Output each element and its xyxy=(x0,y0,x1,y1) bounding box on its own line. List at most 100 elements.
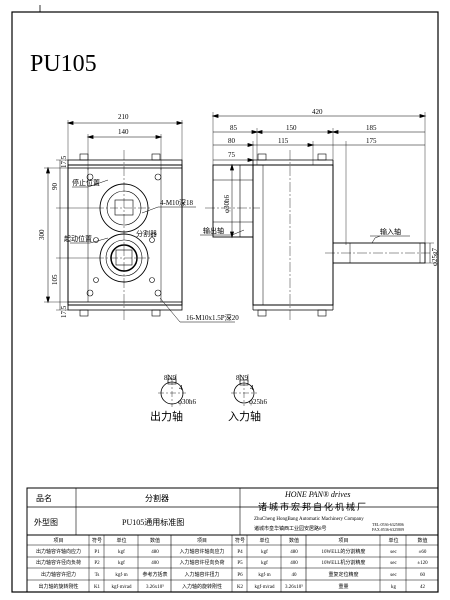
spec-cell: kgf xyxy=(118,550,125,555)
dim-upper-90: 90 xyxy=(51,183,59,191)
spec-cell: 400 xyxy=(151,561,159,566)
tb-brand: HONE PAN® drives xyxy=(284,490,350,499)
spec-cell: 入力轴容许扭力 xyxy=(184,571,219,578)
spec-header-cell: 项目 xyxy=(338,538,348,544)
tb-row2-value: PU105通用标准图 xyxy=(122,517,184,527)
side-view xyxy=(200,112,434,320)
spec-cell: ±60 xyxy=(419,550,427,555)
spec-header-cell: 符号 xyxy=(92,537,102,544)
dim-bolt-width: 140 xyxy=(118,128,129,136)
dim-total-width: 210 xyxy=(118,113,129,121)
spec-cell: kgf·m/rad xyxy=(112,585,132,590)
label-input-shaft: 输入轴 xyxy=(380,227,401,236)
model-title: PU105 xyxy=(30,51,97,77)
spec-cell: kgf xyxy=(261,561,268,566)
output-shaft-section xyxy=(158,374,186,407)
spec-cell: kg xyxy=(391,585,397,590)
spec-header-cell: 数值 xyxy=(150,537,160,544)
spec-header-cell: 单位 xyxy=(116,537,126,544)
dim-input-dia: φ25g7 xyxy=(431,247,439,266)
dim-185: 185 xyxy=(366,124,377,132)
spec-header-cell: 单位 xyxy=(388,537,398,544)
spec-cell: sec xyxy=(390,561,397,566)
spec-cell: 出力轴容许轴向应力 xyxy=(36,548,81,555)
dim-80: 80 xyxy=(228,137,236,145)
spec-cell: sec xyxy=(390,550,397,555)
tb-fax: FAX:0536-6325809 xyxy=(372,527,404,532)
spec-cell: kgf xyxy=(261,550,268,555)
spec-cell: kgf·m/rad xyxy=(255,585,275,590)
spec-cell: 出力轴容许扭力 xyxy=(41,571,76,578)
spec-cell: 480 xyxy=(151,550,159,555)
spec-cell: 重复定位精度 xyxy=(328,571,358,578)
tb-row2-label: 外型图 xyxy=(34,517,58,527)
spec-cell: 10WELL的分割精度 xyxy=(322,548,366,555)
input-section-depth: 4 xyxy=(250,384,254,392)
spec-cell: K2 xyxy=(237,585,244,590)
dim-output-dia: φ30h6 xyxy=(223,194,231,213)
spec-cell: P6 xyxy=(237,573,243,578)
input-section-label: 入力轴 xyxy=(228,409,261,423)
label-index-plate: 分割器 xyxy=(136,229,157,238)
spec-cell: 400 xyxy=(290,561,298,566)
tb-phone: TEL:0536-6325806 xyxy=(372,522,404,527)
output-section-depth: 4 xyxy=(179,384,183,392)
dim-overall: 420 xyxy=(312,108,323,116)
spec-cell: kgf xyxy=(118,561,125,566)
spec-cell: P2 xyxy=(94,561,100,566)
spec-cell: 参考方括表 xyxy=(142,571,167,578)
tb-company-cn: 诸城市宏邦自化机械厂 xyxy=(258,501,368,512)
tb-row1-label: 品名 xyxy=(36,493,52,503)
label-start-position: 起动位置 xyxy=(64,234,92,243)
spec-cell: sec xyxy=(390,573,397,578)
tb-row1-value: 分割器 xyxy=(145,493,169,503)
spec-header-cell: 符号 xyxy=(235,537,245,544)
spec-cell: 入力轴容许径向负荷 xyxy=(179,559,224,566)
spec-cell: 重量 xyxy=(338,583,348,590)
output-section-dia: φ30h6 xyxy=(178,398,197,406)
spec-cell: 480 xyxy=(290,550,298,555)
tb-company-en: ZhuCheng HongBang Automatic Machinery Co… xyxy=(254,517,364,522)
output-section-label: 出力轴 xyxy=(150,409,183,423)
dim-75: 75 xyxy=(228,151,236,159)
spec-cell: K1 xyxy=(94,585,101,590)
spec-cell: kgf·m xyxy=(258,573,270,578)
spec-header-cell: 项目 xyxy=(53,538,63,544)
spec-cell: 出力轴容许径向负荷 xyxy=(36,559,81,566)
dim-top-edge: 17.5 xyxy=(60,155,68,168)
input-shaft-section xyxy=(231,374,257,406)
output-section-key: 8N9 xyxy=(164,374,177,382)
spec-cell: 入力轴的旋转刚性 xyxy=(182,583,222,590)
label-stop-position: 停止位置 xyxy=(72,178,100,187)
dim-lower-105: 105 xyxy=(51,274,59,285)
spec-cell: P5 xyxy=(237,561,243,566)
spec-header-cell: 单位 xyxy=(259,537,269,544)
tb-address: 诸城市皇华镇西工业园安居路8号 xyxy=(254,525,327,532)
front-view xyxy=(44,120,235,323)
spec-header-cell: 数值 xyxy=(417,537,427,544)
callout-bottom-holes: 16-M10x1.5P深20 xyxy=(186,313,239,322)
input-section-key: 8N9 xyxy=(236,374,249,382)
label-output-shaft: 输出轴 xyxy=(203,226,224,235)
dim-175: 175 xyxy=(366,137,377,145)
spec-header-cell: 数值 xyxy=(289,537,299,544)
spec-cell: 60 xyxy=(420,573,426,578)
spec-cell: 10WELL机分割精度 xyxy=(322,559,366,566)
spec-cell: Ts xyxy=(95,573,100,578)
input-section-dia: φ25h6 xyxy=(249,398,268,406)
spec-cell: 出力轴的旋转刚性 xyxy=(38,583,78,590)
spec-cell: 3.26x10⁵ xyxy=(146,584,164,590)
spec-cell: P1 xyxy=(94,550,100,555)
spec-cell: kgf·m xyxy=(115,573,127,578)
dim-115: 115 xyxy=(278,137,289,145)
spec-cell: 42 xyxy=(420,585,426,590)
spec-cell: ±120 xyxy=(417,561,428,566)
spec-cell: 40 xyxy=(292,573,298,578)
callout-top-holes: 4-M10深18 xyxy=(160,198,194,207)
spec-cell: 入力轴容许轴向应力 xyxy=(179,548,224,555)
dim-85: 85 xyxy=(230,124,238,132)
dim-150: 150 xyxy=(286,124,297,132)
